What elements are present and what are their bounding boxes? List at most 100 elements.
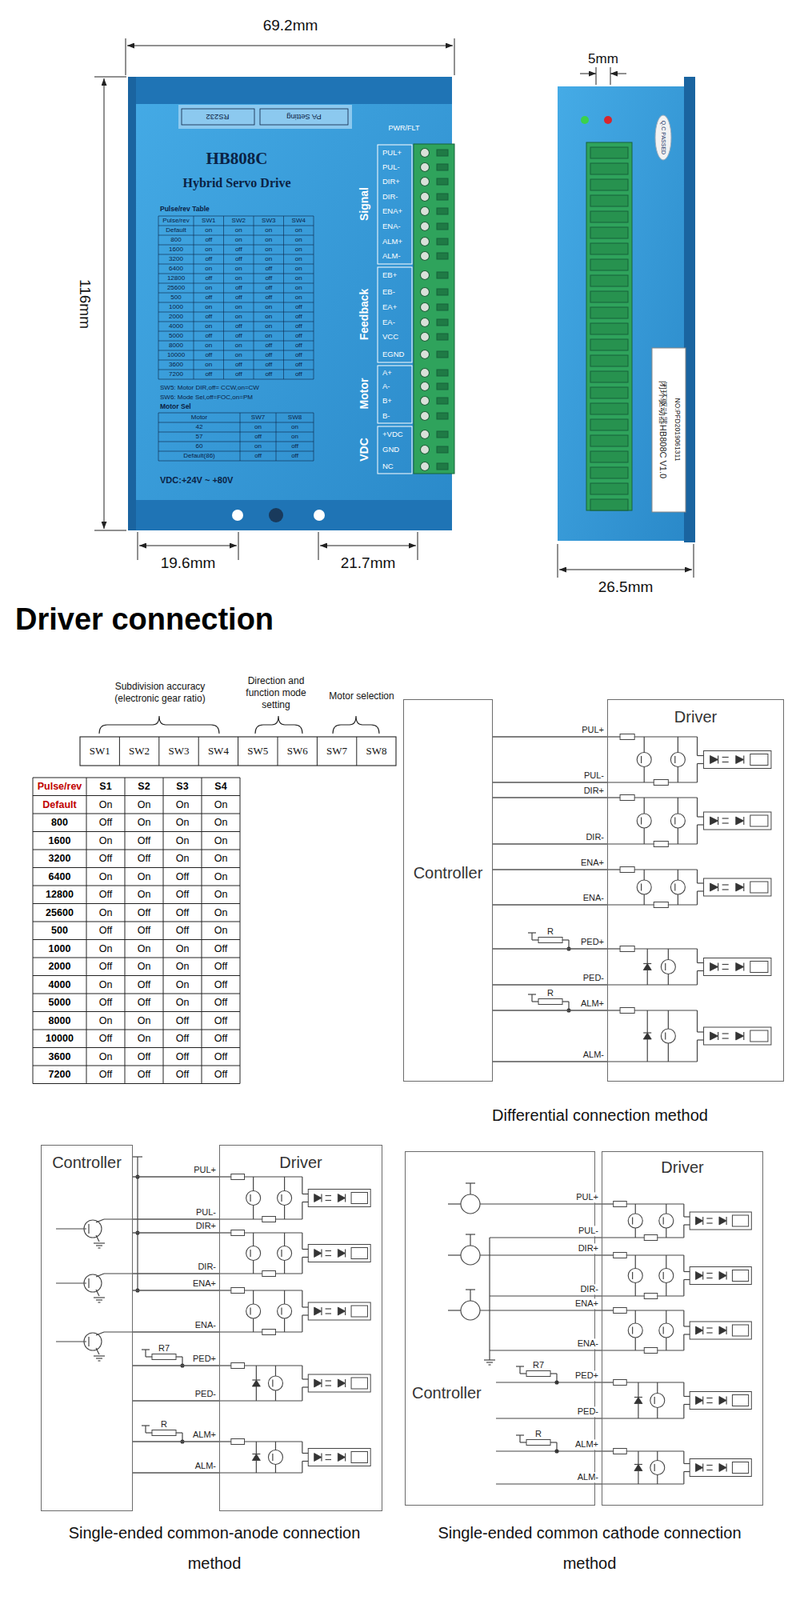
table-cell: off bbox=[264, 293, 272, 301]
table-cell: 3200 bbox=[48, 852, 72, 864]
led-symbol bbox=[710, 883, 719, 892]
table-cell: on bbox=[264, 236, 272, 244]
wire-line bbox=[320, 1453, 322, 1462]
diode-symbol bbox=[252, 1380, 260, 1387]
terminal-slot bbox=[436, 272, 448, 279]
table-rule bbox=[86, 777, 88, 1084]
table-rule bbox=[158, 422, 314, 424]
terminal-slot bbox=[590, 211, 628, 223]
dimension-line bbox=[139, 545, 237, 547]
wire-line bbox=[725, 1396, 727, 1405]
wire-line bbox=[706, 1217, 712, 1219]
table-cell: Off bbox=[137, 1051, 151, 1063]
table-cell: Off bbox=[99, 1032, 112, 1044]
wire-line bbox=[683, 1451, 684, 1464]
wire-line bbox=[665, 1228, 667, 1238]
caption: Single-ended common-anode connection met… bbox=[54, 1517, 375, 1579]
table-cell: On bbox=[176, 835, 190, 847]
table-title: Motor Sel bbox=[160, 403, 192, 412]
wire-line bbox=[284, 1290, 285, 1304]
wire-line bbox=[654, 1396, 656, 1404]
table-rule bbox=[158, 216, 160, 380]
terminal-screw bbox=[420, 192, 430, 202]
wire-line bbox=[252, 1232, 254, 1247]
table-cell: off bbox=[291, 442, 299, 450]
table-cell: SW4 bbox=[292, 216, 306, 224]
dimension-line bbox=[610, 73, 627, 75]
signal-label: PED+ bbox=[192, 1353, 217, 1364]
table-cell: 42 bbox=[196, 423, 204, 431]
table-rule bbox=[32, 795, 240, 796]
table-cell: 57 bbox=[196, 432, 204, 440]
wire-line bbox=[717, 816, 719, 825]
table-cell: On bbox=[176, 799, 190, 811]
switch-label: SW7 bbox=[326, 745, 348, 758]
caption: Differential connection method bbox=[492, 1106, 708, 1125]
table-cell: on bbox=[235, 226, 243, 234]
table-rule bbox=[240, 412, 241, 461]
wire-line bbox=[743, 883, 744, 892]
wire-line bbox=[550, 1441, 557, 1443]
table-cell: 5000 bbox=[168, 332, 184, 340]
switch-note: SW5: Motor DIR,off= CCW,on=CW bbox=[160, 384, 260, 392]
wire-line bbox=[496, 1381, 596, 1383]
table-cell: 3600 bbox=[48, 1051, 72, 1063]
table-rule bbox=[158, 369, 314, 371]
wire-line bbox=[280, 1249, 282, 1257]
brace bbox=[332, 716, 380, 734]
wire-line bbox=[725, 1464, 727, 1472]
wire-line bbox=[284, 1205, 285, 1220]
table-cell: Off bbox=[214, 1068, 228, 1080]
wire-line bbox=[684, 1471, 690, 1472]
signal-label: ALM+ bbox=[192, 1429, 217, 1440]
led-symbol bbox=[696, 1396, 704, 1405]
table-cell: Off bbox=[137, 996, 151, 1008]
wire-line bbox=[344, 1379, 346, 1388]
signal-wire bbox=[595, 1450, 602, 1452]
wire-line bbox=[634, 1396, 643, 1398]
led-symbol bbox=[710, 756, 719, 764]
caption: Single-ended common cathode connection m… bbox=[429, 1517, 750, 1579]
wire-line bbox=[697, 890, 704, 892]
group-label: Motor bbox=[357, 378, 371, 410]
transistor-symbol bbox=[659, 1268, 674, 1284]
led-symbol bbox=[696, 1326, 704, 1335]
optocoupler-outline bbox=[704, 751, 772, 769]
wire-line bbox=[654, 1464, 656, 1472]
ground-symbol bbox=[484, 1359, 496, 1360]
wire-line bbox=[249, 1249, 251, 1257]
pin-label: DIR+ bbox=[382, 177, 400, 187]
optocoupler-outline bbox=[704, 812, 772, 830]
table-cell: Off bbox=[99, 852, 112, 864]
transistor-symbol bbox=[460, 1194, 480, 1214]
table-cell: On bbox=[214, 907, 228, 919]
product-name: Hybrid Servo Drive bbox=[182, 176, 291, 191]
table-cell: off bbox=[295, 341, 303, 349]
signal-wire bbox=[132, 1272, 220, 1274]
table-cell: on bbox=[254, 442, 262, 450]
table-cell: off bbox=[291, 452, 299, 460]
dimension-line bbox=[559, 569, 692, 571]
wire-line bbox=[647, 970, 648, 986]
signal-wire bbox=[492, 948, 608, 949]
resistor-symbol bbox=[653, 841, 668, 848]
optocoupler-outline bbox=[308, 1374, 371, 1392]
table-cell: Off bbox=[99, 1068, 112, 1080]
wire-line bbox=[325, 1380, 332, 1381]
wire-line bbox=[697, 1039, 704, 1040]
terminal-screw bbox=[420, 222, 430, 232]
dimension-label: 19.6mm bbox=[160, 554, 216, 572]
table-cell: SW2 bbox=[232, 216, 246, 224]
wire-line bbox=[488, 1237, 490, 1360]
wire-line bbox=[697, 962, 704, 964]
table-rule bbox=[158, 460, 314, 462]
wire-line bbox=[643, 963, 652, 964]
wire-line bbox=[532, 939, 539, 940]
wire-line bbox=[256, 1460, 257, 1474]
table-cell: On bbox=[214, 924, 228, 936]
wire-line bbox=[684, 1279, 690, 1280]
table-cell: On bbox=[99, 1051, 113, 1063]
wire-line bbox=[674, 756, 676, 764]
wire-line bbox=[344, 1194, 346, 1203]
housing-body bbox=[128, 76, 452, 531]
